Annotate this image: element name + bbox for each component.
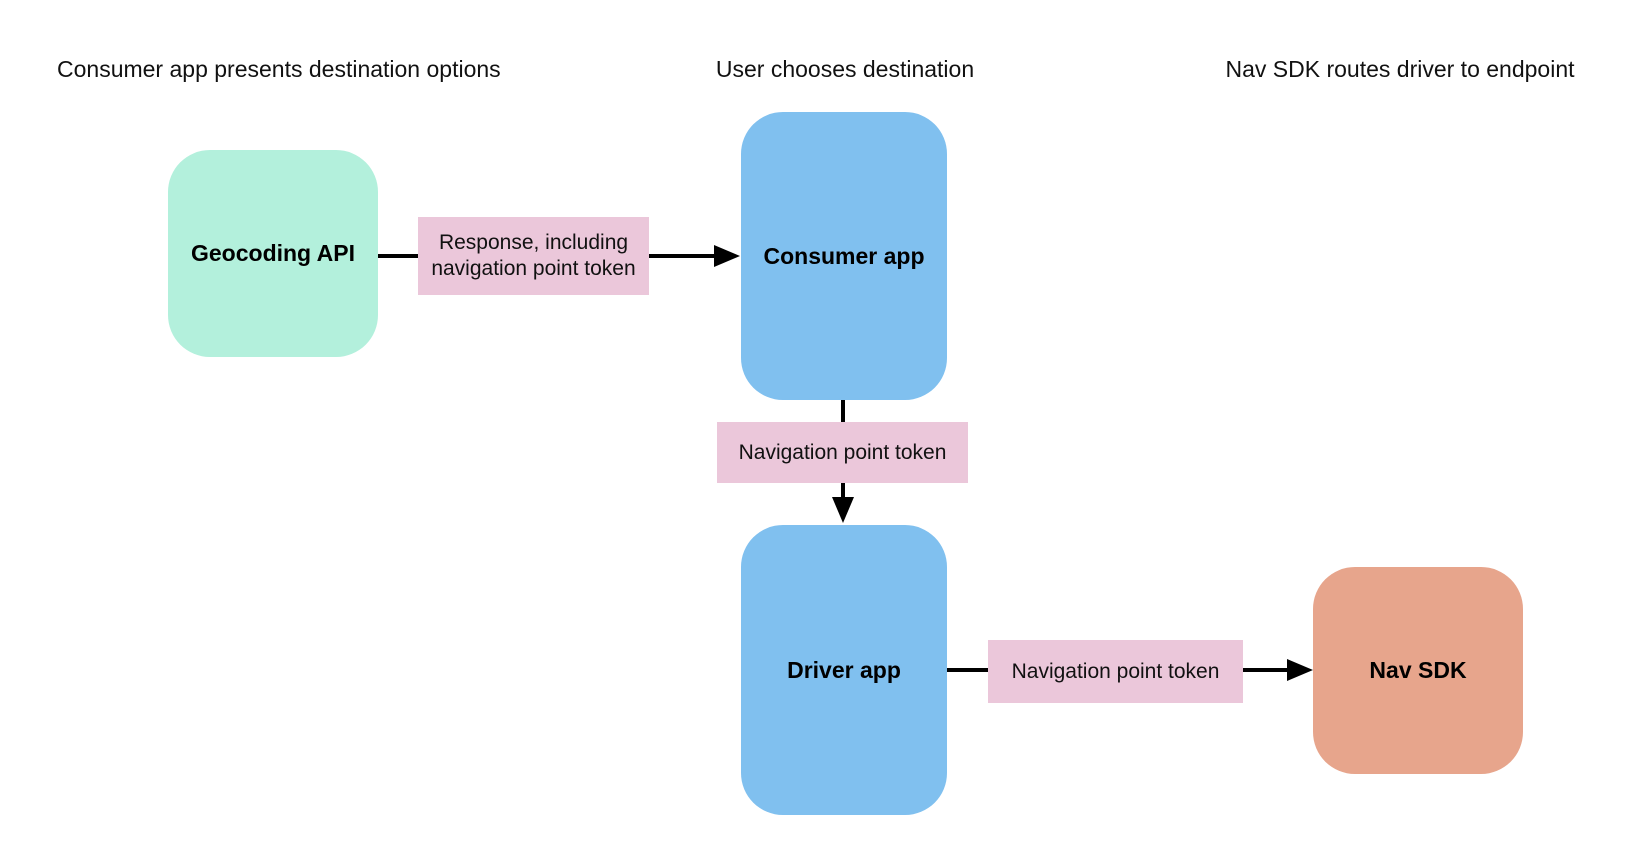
node-consumer-app-label: Consumer app [763,242,925,269]
edge-label-response-including-token: Response, including navigation point tok… [418,217,649,295]
node-nav-sdk: Nav SDK [1313,567,1523,774]
node-driver-app-label: Driver app [787,656,901,683]
edge-geocoding-to-consumer-arrowhead [714,245,740,267]
stage-label-navsdk-routes: Nav SDK routes driver to endpoint [1225,56,1575,82]
edge-consumer-to-driver-arrowhead [832,497,854,523]
edge-label-navigation-point-token-1: Navigation point token [717,422,968,483]
edge-label-navigation-point-token-2: Navigation point token [988,640,1243,703]
node-geocoding-api: Geocoding API [168,150,378,357]
node-consumer-app: Consumer app [741,112,947,400]
node-geocoding-api-label: Geocoding API [191,240,355,266]
stage-label-consumer-presents: Consumer app presents destination option… [57,56,501,82]
node-nav-sdk-label: Nav SDK [1369,657,1467,683]
edge-driver-to-navsdk-arrowhead [1287,659,1313,681]
node-driver-app: Driver app [741,525,947,815]
stage-label-user-chooses: User chooses destination [715,56,975,82]
